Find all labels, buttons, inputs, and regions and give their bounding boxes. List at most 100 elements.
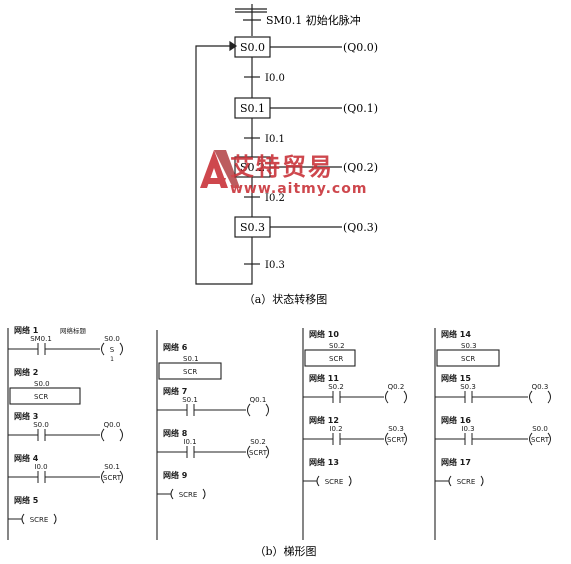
loop-back-line (195, 45, 253, 285)
scr-box (436, 349, 500, 367)
watermark-brand: 艾特贸易 (230, 153, 334, 181)
action-label-q03: (Q0.3) (343, 221, 378, 234)
coil-right-arc (547, 432, 551, 446)
coil-left-arc (247, 445, 251, 459)
scre-coil-right (53, 513, 57, 525)
coil-address: Q0.2 (388, 383, 405, 391)
contact-address: SM0.1 (30, 335, 52, 343)
network-title: 网络 4 (14, 453, 39, 463)
watermark-url: www.aitmy.com (230, 181, 367, 197)
coil-left-arc (101, 428, 105, 442)
step-label-s02: S0.2 (240, 161, 265, 174)
scr-box-label: SCR (329, 355, 343, 363)
scre-coil-label: SCRE (325, 478, 344, 486)
scr-box-address: S0.1 (183, 355, 199, 363)
coil-left-arc (101, 470, 105, 484)
scr-box-label: SCR (34, 393, 48, 401)
scre-coil-label: SCRE (179, 491, 198, 499)
network-title: 网络 15 (441, 373, 471, 383)
contact-address: S0.1 (182, 396, 198, 404)
coil-address: S0.0 (104, 335, 120, 343)
watermark: 艾特贸易 www.aitmy.com (200, 150, 367, 197)
network-title: 网络 9 (163, 470, 188, 480)
contact-address: I0.2 (329, 425, 342, 433)
coil-address: Q0.0 (104, 421, 121, 429)
coil-type: SCRT (531, 436, 550, 444)
network-5: 网络 5 SCRE (8, 495, 57, 525)
transition-label-i03: I0.3 (265, 260, 285, 271)
network-title: 网络 3 (14, 411, 38, 421)
network-title: 网络 1 (14, 325, 39, 335)
transition-label-i01: I0.1 (265, 134, 285, 145)
sfc-state-diagram (195, 4, 342, 285)
network-title: 网络 17 (441, 457, 471, 467)
coil-right-arc (403, 432, 407, 446)
caption-b: （b）梯形图 (254, 545, 316, 558)
network-title: 网络 11 (309, 373, 339, 383)
coil-type: S (110, 346, 115, 354)
transition-label-i00: I0.0 (265, 73, 285, 84)
scre-coil-right (348, 475, 352, 487)
step-label-s01: S0.1 (240, 102, 265, 115)
coil-address: Q0.1 (250, 396, 267, 404)
coil-address: S0.2 (250, 438, 266, 446)
action-label-q00: (Q0.0) (343, 41, 378, 54)
coil-left-arc (247, 403, 251, 417)
network-title: 网络 5 (14, 495, 39, 505)
coil-right-arc (119, 342, 123, 356)
coil-right-arc (119, 428, 123, 442)
scre-coil-left (448, 475, 452, 487)
network-title: 网络 14 (441, 329, 471, 339)
network-title: 网络 6 (163, 342, 188, 352)
coil-left-arc (385, 432, 389, 446)
coil-type: SCRT (387, 436, 406, 444)
contact-address: S0.2 (328, 383, 344, 391)
coil-left-arc (385, 390, 389, 404)
action-label-q01: (Q0.1) (343, 102, 378, 115)
network-comment: 网络标题 (60, 326, 87, 335)
action-label-q02: (Q0.2) (343, 161, 378, 174)
transition-label-i02: I0.2 (265, 193, 285, 204)
scr-box (158, 362, 222, 380)
coil-right-arc (403, 390, 407, 404)
coil-right-arc (119, 470, 123, 484)
coil-right-arc (265, 445, 269, 459)
scre-coil-right (202, 488, 206, 500)
scre-coil-label: SCRE (30, 516, 49, 524)
contact-address: S0.3 (460, 383, 476, 391)
network-title: 网络 7 (163, 386, 187, 396)
coil-right-arc (265, 403, 269, 417)
network-title: 网络 2 (14, 367, 38, 377)
network-9: 网络 9 SCRE (157, 470, 206, 500)
coil-address: S0.0 (532, 425, 548, 433)
scr-box (9, 387, 81, 405)
ladder-rails (7, 328, 436, 540)
contact-address: I0.1 (183, 438, 196, 446)
scr-box-label: SCR (183, 368, 197, 376)
contact-address: I0.3 (461, 425, 474, 433)
scr-box-label: SCR (461, 355, 475, 363)
coil-left-arc (529, 432, 533, 446)
contact-address: I0.0 (34, 463, 47, 471)
coil-left-arc (529, 390, 533, 404)
scre-coil-left (21, 513, 25, 525)
scr-box-address: S0.2 (329, 342, 345, 350)
caption-a: （a）状态转移图 (244, 292, 328, 306)
coil-address: S0.3 (388, 425, 404, 433)
scr-box-address: S0.3 (461, 342, 477, 350)
network-title: 网络 12 (309, 415, 339, 425)
